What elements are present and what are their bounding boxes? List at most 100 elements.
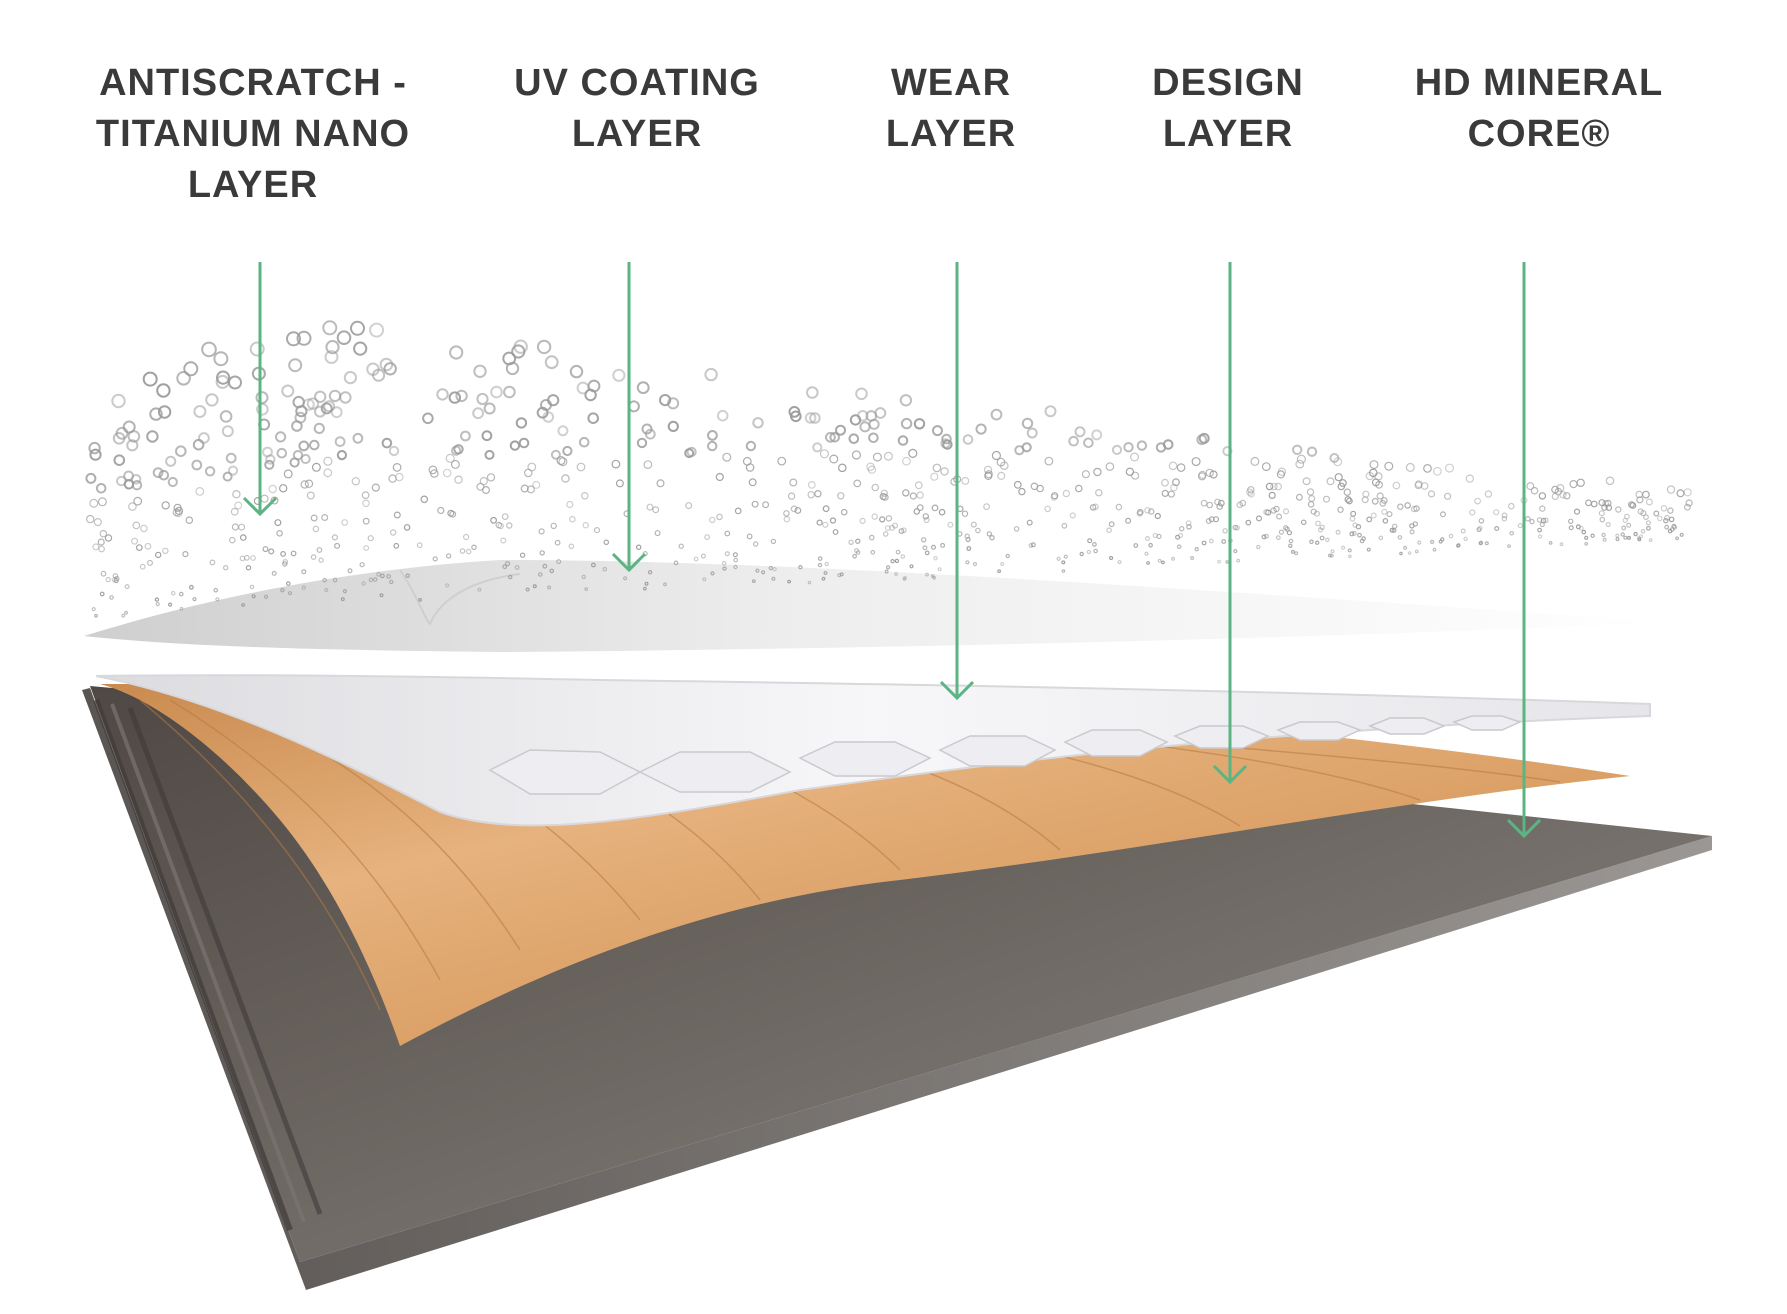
- nano-particle: [1567, 518, 1574, 525]
- nano-particle: [128, 502, 137, 511]
- nano-particle: [1663, 518, 1669, 524]
- nano-particle: [1288, 538, 1294, 544]
- nano-particle: [1667, 507, 1674, 514]
- nano-particle: [881, 493, 889, 501]
- nano-particle: [851, 450, 862, 460]
- nano-particle: [1507, 544, 1511, 548]
- nano-particle: [1573, 508, 1581, 515]
- nano-particle: [825, 431, 836, 443]
- uv-coating-layer: [84, 560, 1670, 652]
- nano-particle: [1036, 484, 1044, 493]
- nano-particle: [1225, 560, 1230, 564]
- nano-particle: [814, 490, 822, 498]
- nano-particle: [1221, 539, 1227, 544]
- nano-particle: [1263, 533, 1269, 539]
- nano-particle: [558, 457, 568, 467]
- nano-particle: [1050, 493, 1058, 501]
- nano-particle: [185, 516, 194, 525]
- nano-particle: [933, 556, 938, 561]
- nano-particle: [486, 473, 496, 482]
- nano-particle: [490, 516, 498, 524]
- nano-particle: [309, 439, 320, 451]
- nano-particle: [1306, 446, 1318, 457]
- nano-particle: [540, 399, 552, 411]
- nano-particle: [1061, 522, 1068, 529]
- nano-particle: [231, 523, 239, 531]
- nano-particle: [1330, 549, 1335, 554]
- nano-particle: [1327, 553, 1332, 558]
- nano-particle: [549, 568, 555, 574]
- nano-particle: [1014, 445, 1025, 456]
- nano-particle: [209, 559, 216, 566]
- nano-particle: [798, 565, 803, 570]
- nano-particle: [1284, 526, 1290, 532]
- nano-particle: [1296, 454, 1307, 464]
- nano-particle: [484, 449, 495, 460]
- nano-particle: [646, 503, 654, 511]
- nano-particle: [1640, 528, 1646, 534]
- arrow-head-icon: [1506, 818, 1542, 839]
- nano-particle: [1439, 511, 1446, 518]
- nano-particle: [113, 577, 119, 584]
- nano-particle: [323, 456, 333, 466]
- nano-particle: [872, 452, 882, 462]
- nano-particle: [126, 439, 139, 452]
- nano-particle: [320, 402, 333, 415]
- nano-particle: [1214, 498, 1221, 506]
- nano-particle: [1529, 518, 1535, 525]
- nano-particle: [1563, 492, 1571, 500]
- nano-particle: [336, 330, 352, 346]
- nano-particle: [1676, 489, 1685, 498]
- nano-particle: [837, 573, 842, 578]
- nano-particle: [940, 467, 949, 476]
- nano-particle: [191, 459, 203, 471]
- nano-particle: [840, 508, 848, 516]
- nano-particle: [1643, 514, 1649, 520]
- nano-particle: [1648, 538, 1653, 542]
- arrow-uv-coating: [611, 262, 647, 573]
- nano-particle: [1590, 533, 1595, 538]
- nano-particle: [1432, 547, 1437, 552]
- nano-particle: [313, 422, 325, 434]
- nano-particle: [855, 387, 868, 401]
- nano-particle: [704, 534, 710, 540]
- nano-particle: [1176, 544, 1182, 550]
- nano-particle: [962, 434, 974, 445]
- nano-particle: [547, 394, 560, 407]
- nano-particle: [835, 424, 846, 436]
- nano-particle: [1623, 535, 1628, 540]
- nano-particle: [895, 549, 901, 555]
- nano-particle: [234, 501, 243, 510]
- nano-particle: [497, 522, 504, 530]
- nano-particle: [281, 384, 295, 398]
- nano-particle: [1295, 459, 1305, 469]
- nano-particle: [192, 438, 205, 451]
- nano-particle: [275, 431, 287, 443]
- nano-particle: [593, 526, 601, 534]
- nano-particle: [1170, 556, 1175, 561]
- nano-particle: [707, 440, 718, 452]
- nano-particle: [678, 543, 684, 549]
- nano-particle: [383, 362, 397, 376]
- nano-particle: [823, 570, 828, 575]
- nano-particle: [471, 544, 477, 551]
- nano-particle: [603, 539, 610, 546]
- nano-particle: [367, 535, 374, 542]
- nano-particle: [232, 490, 241, 499]
- nano-particle: [132, 521, 141, 530]
- nano-particle: [569, 364, 584, 379]
- label-mineral-core: HD MINERAL CORE®: [1379, 58, 1699, 160]
- nano-particle: [916, 491, 924, 499]
- nano-particle: [1217, 499, 1225, 507]
- nano-particle: [849, 414, 862, 426]
- nano-particle-cloud: [85, 320, 1693, 618]
- nano-particle: [1030, 542, 1036, 548]
- nano-particle: [1605, 521, 1611, 528]
- nano-particle: [1175, 534, 1181, 540]
- core-groove-line: [93, 698, 293, 1232]
- nano-particle: [219, 410, 233, 423]
- nano-particle: [379, 593, 384, 598]
- nano-particle: [709, 516, 716, 524]
- nano-particle: [1156, 533, 1162, 540]
- nano-particle: [310, 554, 317, 560]
